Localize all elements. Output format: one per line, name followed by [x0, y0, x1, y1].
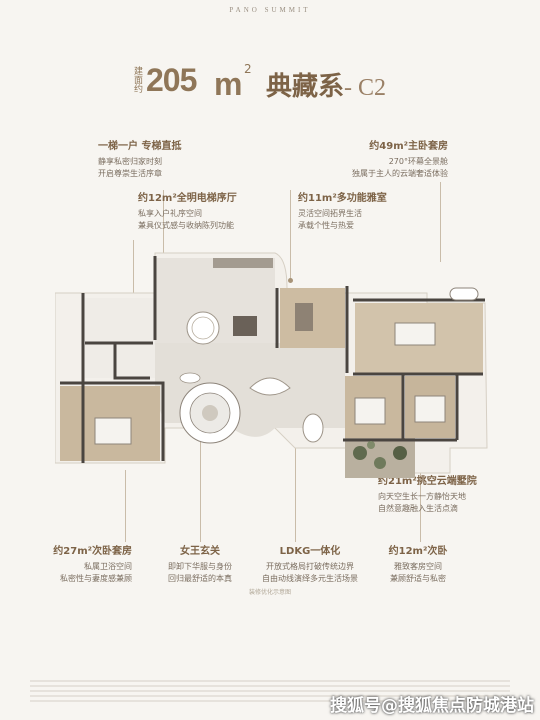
annotation-line: 开放式格局打破传统边界 — [266, 562, 354, 571]
annotation-line: 私密性与妻度感兼顾 — [60, 574, 132, 583]
annotation-heading: 一梯一户 专梯直抵 — [98, 141, 182, 152]
plant-icon — [393, 446, 407, 460]
annotation-line: 自由动线演绎多元生活场景 — [262, 574, 358, 583]
annotation-line: 回归最舒适的本真 — [168, 574, 232, 583]
annotation-private-lift: 一梯一户 专梯直抵 静享私密归家时刻 开启尊崇生活序章 — [98, 140, 181, 180]
annotation-line: 270°环幕全景舱 — [388, 157, 448, 166]
living-sofa — [249, 377, 291, 396]
plant-icon — [374, 457, 386, 469]
leader-line — [420, 420, 421, 542]
annotation-line: 独属于主人的云端奢适体验 — [352, 169, 448, 178]
series-name-text: 典藏系 — [266, 72, 345, 101]
annotation-line: 自然意趣融入生活点滴 — [378, 504, 458, 513]
annotation-heading: 约49m²主卧套房 — [369, 141, 448, 152]
annotation-heading: 女王玄关 — [180, 546, 220, 557]
annotation-second-suite: 约27m²次卧套房 私属卫浴空间 私密性与妻度感兼顾 — [40, 545, 132, 585]
bed-right — [354, 397, 386, 425]
annotation-line: 承载个性与热爱 — [298, 221, 354, 230]
watermark: 搜狐号@搜狐焦点防城港站 — [330, 696, 534, 716]
area-value: 205 — [146, 62, 197, 98]
lounge-chair — [302, 413, 324, 443]
annotation-heading: 约12m²次卧 — [388, 546, 448, 557]
annotation-second-bedroom: 约12m²次卧 雅致客房空间 兼顾舒适与私密 — [370, 545, 466, 585]
annotation-heading: 约21m²挑空云端墅院 — [378, 476, 477, 487]
area-unit-superscript: 2 — [244, 62, 252, 76]
kitchen-island — [233, 316, 257, 336]
annotation-heading: 约12m²全明电梯序厅 — [138, 193, 237, 204]
leader-line — [163, 190, 164, 258]
annotation-line: 开启尊崇生活序章 — [98, 169, 162, 178]
annotation-master-suite: 约49m²主卧套房 270°环幕全景舱 独属于主人的云端奢适体验 — [300, 140, 448, 180]
brand-logo: PANO SUMMIT — [229, 6, 311, 14]
study-desk — [295, 303, 313, 331]
bed-left — [94, 417, 132, 445]
annotation-heading: LDKG一体化 — [279, 546, 341, 557]
annotation-line: 灵活空间拓界生活 — [298, 209, 362, 218]
leader-line — [440, 182, 441, 262]
disclaimer-text-block — [30, 680, 510, 702]
area-prefix: 建面约 — [132, 66, 142, 93]
spiral-staircase-center — [202, 405, 218, 421]
leader-line — [200, 420, 201, 542]
annotation-line: 即卸下华服与身份 — [168, 562, 232, 571]
annotation-line: 兼具仪式感与收纳陈列功能 — [138, 221, 234, 230]
annotation-heading: 约11m²多功能雅室 — [298, 193, 387, 204]
area-unit: m — [214, 66, 243, 102]
annotation-line: 兼顾舒适与私密 — [390, 574, 446, 583]
leader-line — [295, 440, 296, 542]
series-name: 典藏系- C2 — [266, 66, 386, 103]
bed-far-right — [414, 395, 446, 423]
entry-floor — [85, 298, 155, 378]
plan-caption: 装修优化示意图 — [248, 589, 291, 596]
plant-icon — [367, 441, 375, 449]
annotation-line: 静享私密归家时刻 — [98, 157, 162, 166]
annotation-ldkg: LDKG一体化 开放式格局打破传统边界 自由动线演绎多元生活场景 — [252, 545, 368, 585]
plant-icon — [353, 446, 367, 460]
annotation-line: 雅致客房空间 — [394, 562, 442, 571]
annotation-line: 向天空生长一方静怡天地 — [378, 492, 466, 501]
series-code: - C2 — [344, 75, 387, 101]
kitchen-counter — [213, 258, 273, 268]
armchair — [179, 372, 201, 384]
annotation-multifunction-room: 约11m²多功能雅室 灵活空间拓界生活 承载个性与热爱 — [298, 192, 387, 232]
bathtub — [449, 287, 479, 301]
bed-master — [394, 322, 436, 346]
leader-dot — [288, 278, 293, 283]
dining-table-inner — [191, 316, 215, 340]
floor-plan — [55, 252, 488, 478]
annotation-line: 私属卫浴空间 — [84, 562, 132, 571]
leader-line — [290, 190, 291, 280]
page-title: 建面约 205 m 2 典藏系- C2 — [0, 62, 540, 102]
leader-line — [125, 470, 126, 542]
annotation-sky-courtyard: 约21m²挑空云端墅院 向天空生长一方静怡天地 自然意趣融入生活点滴 — [378, 475, 477, 515]
annotation-elevator-hall: 约12m²全明电梯序厅 私享入户礼序空间 兼具仪式感与收纳陈列功能 — [138, 192, 237, 232]
annotation-line: 私享入户礼序空间 — [138, 209, 202, 218]
annotation-queen-foyer: 女王玄关 即卸下华服与身份 回归最舒适的本真 — [148, 545, 252, 585]
leader-line — [133, 240, 134, 300]
annotation-heading: 约27m²次卧套房 — [53, 546, 132, 557]
